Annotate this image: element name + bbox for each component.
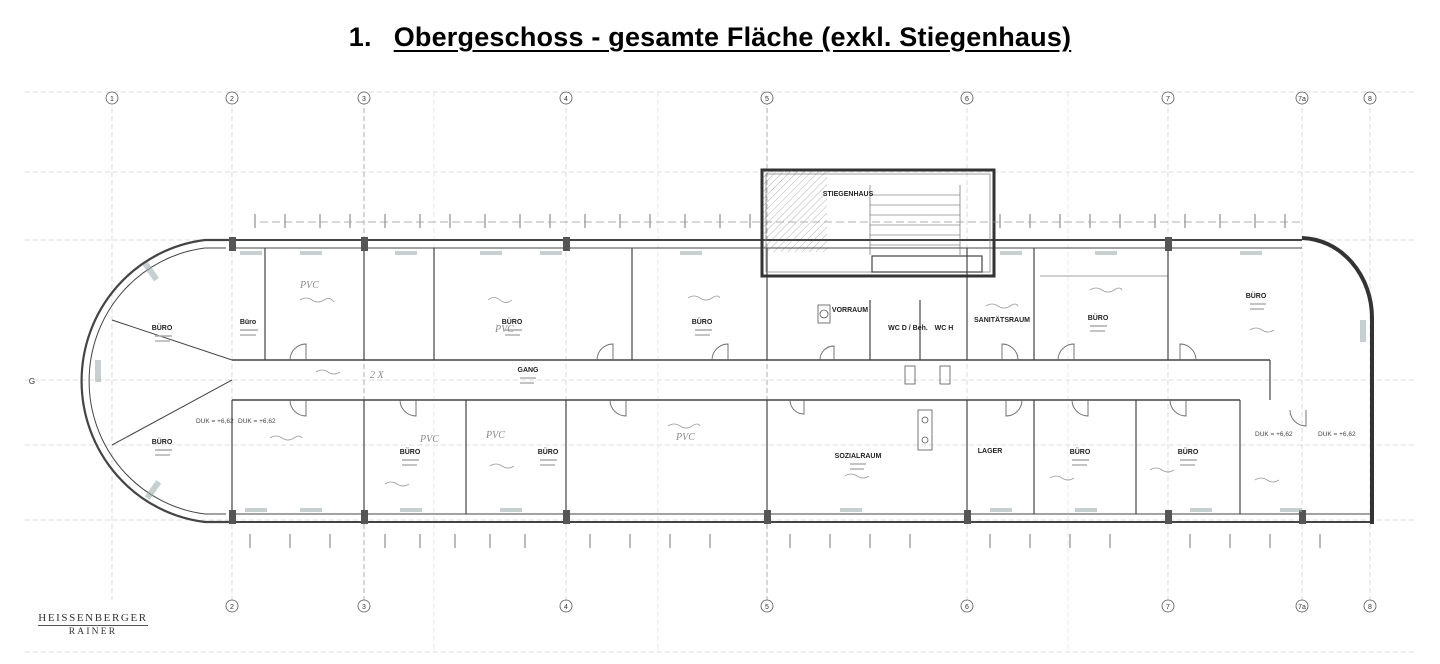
axis-top-7: 7	[1166, 96, 1170, 103]
note-pvc-1: PVC	[299, 280, 319, 291]
axis-top-8: 8	[1368, 96, 1372, 103]
axis-top-6: 6	[965, 96, 969, 103]
level-duk-right-2: DUK = +6,62	[1318, 431, 1356, 438]
room-vorraum: VORRAUM	[832, 307, 868, 314]
axis-bottom-6: 6	[965, 604, 969, 611]
room-buero-s4: BÜRO	[1178, 447, 1199, 456]
stairwell	[760, 168, 996, 278]
handwriting-scribbles	[269, 287, 1280, 487]
company-logo: HEISSENBERGER RAINER	[28, 612, 158, 637]
axis-top-3: 3	[362, 96, 366, 103]
note-2x: 2 X	[370, 370, 385, 381]
axis-bottom-3: 3	[362, 604, 366, 611]
page-title: 1. Obergeschoss - gesamte Fläche (exkl. S…	[0, 22, 1420, 53]
axis-top-7a: 7a	[1298, 96, 1306, 103]
axis-top-1: 1	[110, 96, 114, 103]
axis-top-4: 4	[564, 96, 568, 103]
level-duk-right: DUK = +6,62	[1255, 431, 1293, 438]
room-buero-s1: BÜRO	[400, 447, 421, 456]
columns	[229, 237, 1306, 524]
axis-bottom-4: 4	[564, 604, 568, 611]
axis-side-g: G	[29, 377, 35, 386]
logo-divider	[38, 625, 148, 626]
axis-bottom-8: 8	[1368, 604, 1372, 611]
axis-bottom-7: 7	[1166, 604, 1170, 611]
room-buero-n4: BÜRO	[1088, 313, 1109, 322]
room-wc-h: WC H	[935, 325, 954, 332]
level-duk-left: DUK = +6,62	[196, 418, 234, 425]
note-pvc-2: PVC	[494, 324, 514, 335]
room-buero-n3: BÜRO	[692, 317, 713, 326]
room-buero-round-top: BÜRO	[152, 323, 173, 332]
room-buero-n5: BÜRO	[1246, 291, 1267, 300]
axis-labels-bottom	[225, 599, 1377, 613]
note-pvc-4: PVC	[485, 430, 505, 441]
room-sanitaetsraum: SANITÄTSRAUM	[974, 316, 1030, 324]
axis-bottom-2: 2	[230, 604, 234, 611]
level-duk-left-2: DUK = +6,62	[238, 418, 276, 425]
room-lager: LAGER	[978, 448, 1003, 455]
note-pvc-3: PVC	[419, 434, 439, 445]
axis-top-2: 2	[230, 96, 234, 103]
room-specs	[155, 303, 1266, 470]
room-buero-n1: Büro	[240, 319, 256, 326]
sanitary-fixtures	[817, 304, 951, 451]
room-buero-s3: BÜRO	[1070, 447, 1091, 456]
facade-ticks	[249, 214, 1321, 548]
note-pvc-5: PVC	[675, 432, 695, 443]
title-text: Obergeschoss - gesamte Fläche (exkl. Sti…	[393, 22, 1072, 52]
logo-line-1: HEISSENBERGER	[38, 612, 148, 624]
room-wc-d: WC D / Beh.	[888, 325, 928, 332]
room-buero-s2: BÜRO	[538, 447, 559, 456]
axis-top-5: 5	[765, 96, 769, 103]
logo-line-2: RAINER	[68, 627, 118, 637]
room-stiegenhaus: STIEGENHAUS	[823, 191, 874, 198]
room-gang: GANG	[518, 367, 540, 374]
room-sozialraum: SOZIALRAUM	[835, 453, 882, 460]
axis-bottom-7a: 7a	[1298, 604, 1306, 611]
radiators	[95, 251, 1366, 512]
axis-labels-top	[105, 91, 1377, 105]
room-buero-round-bottom: BÜRO	[152, 437, 173, 446]
title-number: 1.	[348, 22, 372, 52]
room-buero-n2: BÜRO	[502, 317, 523, 326]
building-outline	[80, 236, 1374, 524]
grid-lines	[25, 91, 1415, 653]
doors	[289, 343, 1307, 427]
axis-bottom-5: 5	[765, 604, 769, 611]
